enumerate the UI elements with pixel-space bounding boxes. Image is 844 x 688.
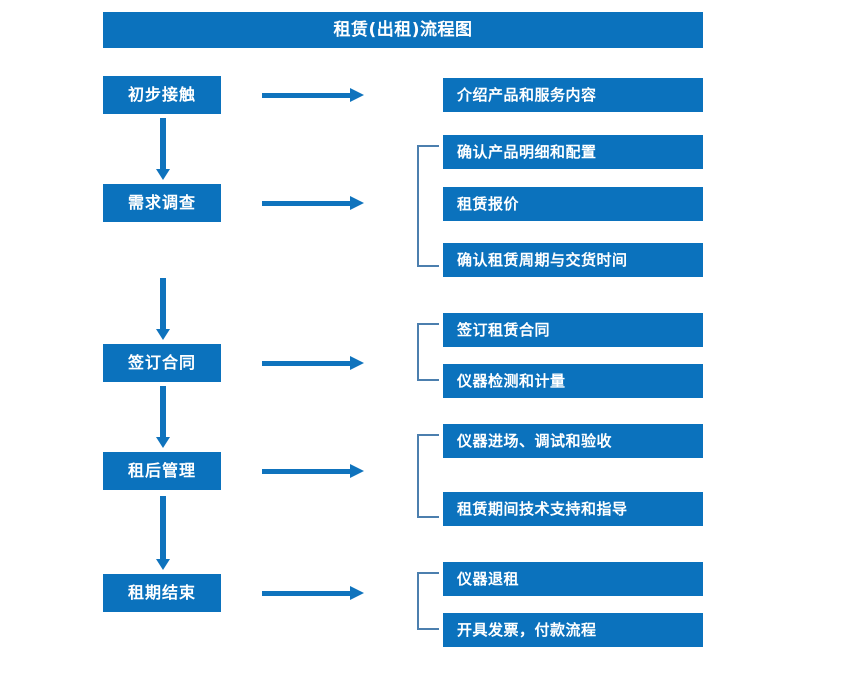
stage-box-5[interactable]: 租期结束: [103, 574, 221, 612]
chart-title-bar: 租赁(出租)流程图: [103, 12, 703, 48]
bracket-group-2: [417, 145, 439, 267]
arrow-shaft: [262, 93, 350, 98]
arrow-head: [350, 88, 364, 102]
detail-box-9[interactable]: 仪器退租: [443, 562, 703, 596]
arrow-shaft: [160, 496, 166, 559]
stage-label: 租后管理: [127, 461, 196, 480]
stage-box-1[interactable]: 初步接触: [103, 76, 221, 114]
detail-label: 签订租赁合同: [457, 320, 551, 339]
stage-label: 需求调查: [127, 193, 196, 212]
detail-label: 确认租赁周期与交货时间: [457, 250, 628, 269]
stage-label: 签订合同: [127, 353, 196, 372]
arrow-head: [350, 464, 364, 478]
h-arrow-stage2: [262, 196, 364, 210]
detail-label: 开具发票，付款流程: [457, 620, 597, 639]
arrow-head: [156, 437, 170, 448]
arrow-head: [156, 559, 170, 570]
v-arrow-stage2-stage3: [156, 278, 170, 340]
h-arrow-stage5: [262, 586, 364, 600]
arrow-head: [350, 196, 364, 210]
stage-label: 初步接触: [127, 85, 196, 104]
h-arrow-stage1: [262, 88, 364, 102]
detail-box-3[interactable]: 租赁报价: [443, 187, 703, 221]
h-arrow-stage3: [262, 356, 364, 370]
arrow-shaft: [160, 278, 166, 329]
bracket-group-5: [417, 572, 439, 630]
bracket-group-4: [417, 434, 439, 518]
detail-label: 确认产品明细和配置: [457, 142, 597, 161]
stage-box-3[interactable]: 签订合同: [103, 344, 221, 382]
arrow-head: [156, 329, 170, 340]
arrow-shaft: [262, 361, 350, 366]
detail-box-10[interactable]: 开具发票，付款流程: [443, 613, 703, 647]
arrow-shaft: [262, 469, 350, 474]
stage-box-4[interactable]: 租后管理: [103, 452, 221, 490]
detail-label: 租赁报价: [457, 194, 520, 213]
arrow-shaft: [262, 201, 350, 206]
arrow-shaft: [160, 118, 166, 169]
arrow-head: [350, 356, 364, 370]
detail-label: 租赁期间技术支持和指导: [457, 499, 628, 518]
arrow-head: [156, 169, 170, 180]
detail-box-8[interactable]: 租赁期间技术支持和指导: [443, 492, 703, 526]
v-arrow-stage3-stage4: [156, 386, 170, 448]
detail-label: 仪器进场、调试和验收: [457, 431, 613, 450]
arrow-shaft: [262, 591, 350, 596]
detail-box-6[interactable]: 仪器检测和计量: [443, 364, 703, 398]
detail-label: 仪器退租: [457, 569, 520, 588]
v-arrow-stage1-stage2: [156, 118, 170, 180]
arrow-shaft: [160, 386, 166, 437]
detail-label: 介绍产品和服务内容: [457, 85, 597, 104]
stage-label: 租期结束: [127, 583, 196, 602]
detail-box-7[interactable]: 仪器进场、调试和验收: [443, 424, 703, 458]
h-arrow-stage4: [262, 464, 364, 478]
detail-label: 仪器检测和计量: [457, 371, 566, 390]
detail-box-1[interactable]: 介绍产品和服务内容: [443, 78, 703, 112]
detail-box-4[interactable]: 确认租赁周期与交货时间: [443, 243, 703, 277]
bracket-group-3: [417, 323, 439, 381]
detail-box-5[interactable]: 签订租赁合同: [443, 313, 703, 347]
chart-title: 租赁(出租)流程图: [333, 19, 473, 40]
detail-box-2[interactable]: 确认产品明细和配置: [443, 135, 703, 169]
v-arrow-stage4-stage5: [156, 496, 170, 570]
arrow-head: [350, 586, 364, 600]
stage-box-2[interactable]: 需求调查: [103, 184, 221, 222]
